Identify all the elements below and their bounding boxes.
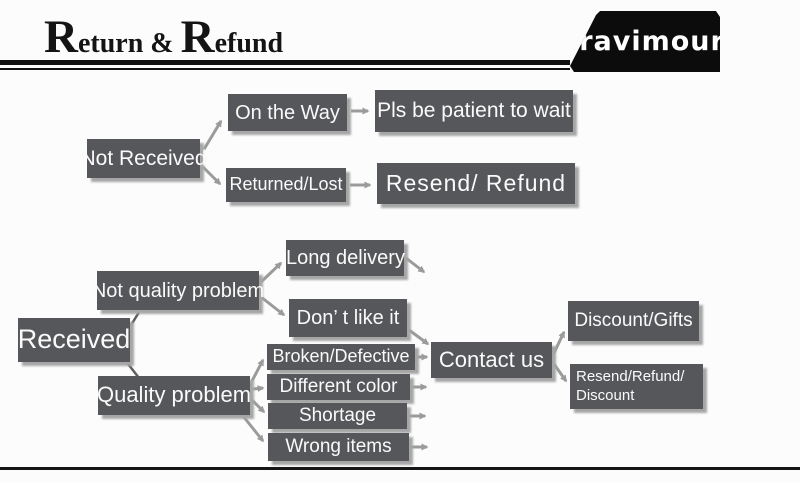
- node-different-color: Different color: [267, 374, 410, 400]
- node-resend-refund-discount: Resend/Refund/ Discount: [570, 364, 703, 409]
- title-rest-1: eturn: [77, 28, 144, 59]
- title-initial-1: R: [44, 11, 78, 63]
- node-returned-lost: Returned/Lost: [226, 168, 346, 202]
- node-not-quality-problem: Not quality problem: [92, 271, 264, 310]
- node-dont-like-it: Don’ t like it: [289, 299, 407, 337]
- node-on-the-way: On the Way: [228, 94, 347, 131]
- node-quality-problem: Quality problem: [97, 376, 251, 415]
- brand-logo-text: ravimour: [579, 26, 725, 57]
- header-rule-thick: [0, 60, 570, 65]
- page-title: Return&Refund: [44, 10, 283, 64]
- header-rule-thin: [0, 68, 570, 70]
- node-not-received: Not Received: [80, 139, 207, 178]
- node-received: Received: [18, 318, 130, 362]
- node-contact-us: Contact us: [431, 342, 552, 378]
- node-shortage: Shortage: [268, 403, 407, 429]
- node-pls-be-patient: Pls be patient to wait: [375, 90, 573, 132]
- node-resend-refund: Resend/ Refund: [377, 163, 575, 204]
- node-long-delivery: Long delivery: [286, 240, 405, 276]
- node-broken-defective: Broken/Defective: [267, 344, 415, 370]
- node-wrong-items: Wrong items: [268, 433, 409, 461]
- title-initial-2: R: [180, 11, 215, 63]
- title-ampersand: &: [150, 28, 174, 59]
- title-rest-2: efund: [214, 28, 284, 59]
- brand-logo: ravimour: [570, 11, 720, 72]
- node-discount-gifts: Discount/Gifts: [568, 301, 699, 341]
- footer-rule: [0, 467, 800, 470]
